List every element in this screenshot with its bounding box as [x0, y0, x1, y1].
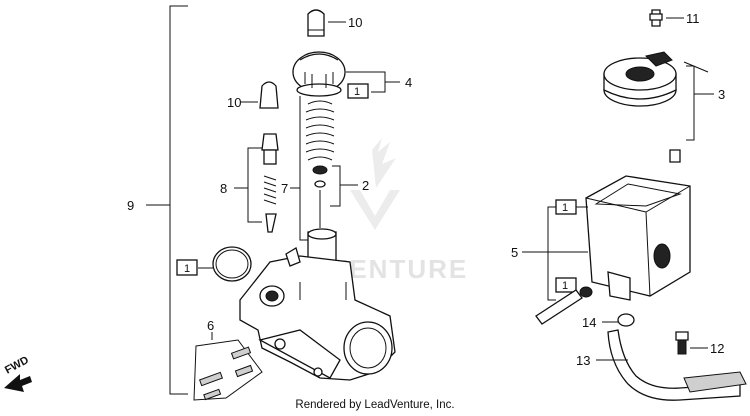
- callout-1-box-b: 1: [184, 263, 190, 275]
- part-2-needle-clip: 2: [312, 165, 369, 228]
- callout-9: 9: [127, 198, 134, 213]
- part-12-screw: 12: [675, 331, 724, 356]
- callout-12: 12: [710, 341, 724, 356]
- callout-6: 6: [207, 318, 214, 333]
- leadventure-watermark: VENTURE: [330, 138, 466, 284]
- callout-8: 8: [220, 181, 227, 196]
- part-13-drain-tube: 13: [576, 329, 747, 401]
- callout-13: 13: [576, 353, 590, 368]
- footer-credit: Rendered by LeadVenture, Inc.: [295, 399, 455, 411]
- callout-10-top: 10: [348, 15, 362, 30]
- callout-4: 4: [405, 75, 412, 90]
- part-8-air-screw-set: 8: [220, 133, 279, 233]
- callout-7: 7: [281, 181, 288, 196]
- callout-1-box-c: 1: [562, 202, 568, 214]
- callout-2: 2: [362, 178, 369, 193]
- part-6-jet-set: 6: [193, 318, 263, 401]
- callout-11: 11: [686, 11, 700, 26]
- bowl-gasket-callout: 1: [547, 199, 588, 301]
- fwd-arrow-icon: [4, 374, 32, 392]
- callout-10-left: 10: [227, 95, 241, 110]
- callout-5: 5: [511, 245, 518, 260]
- part-11-screw: 11: [649, 9, 700, 27]
- callout-3: 3: [718, 87, 725, 102]
- part-10-cap-top: 10: [307, 9, 362, 37]
- part-14-clamp: 14: [582, 313, 635, 330]
- part-10-cap-left: 10: [227, 81, 279, 110]
- part-5-float-bowl: 5: [511, 175, 691, 301]
- bracket-9: 9: [127, 5, 188, 395]
- part-drain-screw: 1: [535, 277, 593, 325]
- part-9-carburetor-body: [239, 228, 396, 381]
- part-1-o-ring: 1: [176, 246, 252, 282]
- callout-14: 14: [582, 315, 596, 330]
- part-3-float: 3: [603, 51, 725, 163]
- callout-1-box-a: 1: [354, 86, 360, 98]
- callout-1-box-d: 1: [562, 280, 568, 292]
- part-4-top-cover: 1 4: [292, 51, 412, 99]
